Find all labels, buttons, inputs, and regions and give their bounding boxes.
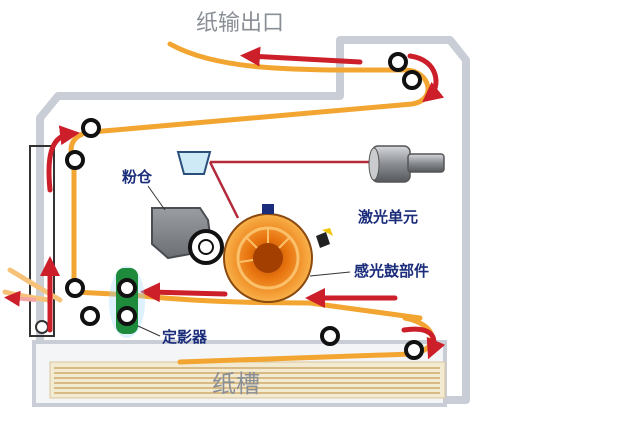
cleaning-blade (262, 204, 333, 248)
fuser-pointer (137, 325, 161, 337)
top-turn-arrow (407, 53, 445, 103)
paper-exit-label: 纸输出口 (196, 11, 284, 36)
toner-bin (151, 207, 224, 265)
roller (402, 70, 422, 90)
roller (80, 306, 100, 326)
roller (65, 278, 85, 298)
fuser-label: 定影器 (162, 328, 208, 346)
roller (388, 52, 408, 72)
left-turn-arrow (46, 125, 80, 193)
exit-arrow (240, 46, 363, 67)
feed-slot-roller (35, 320, 49, 334)
drum-unit-pointer (309, 271, 351, 277)
tray-turn-arrow (401, 326, 446, 360)
toner-bin-label: 粉仓 (122, 168, 153, 186)
toner-bin-pointer (147, 185, 166, 211)
fuser-arrow (140, 282, 228, 303)
roller (65, 150, 85, 170)
fuser (109, 266, 145, 338)
output-arrow-left (4, 290, 37, 307)
paper-tray (49, 361, 446, 399)
roller (320, 326, 340, 346)
drum-unit-label: 感光鼓部件 (354, 262, 429, 280)
feed-slot (29, 145, 55, 337)
paper-tray-label: 纸槽 (212, 370, 260, 398)
laser-emitter-icon (368, 145, 445, 183)
roller (81, 118, 101, 138)
direction-arrows (40, 46, 446, 360)
laser-unit-label: 激光单元 (358, 208, 418, 226)
funnel-icon (176, 151, 212, 175)
roller (404, 340, 424, 360)
laser-beam (208, 160, 370, 219)
drum-unit (223, 213, 313, 303)
